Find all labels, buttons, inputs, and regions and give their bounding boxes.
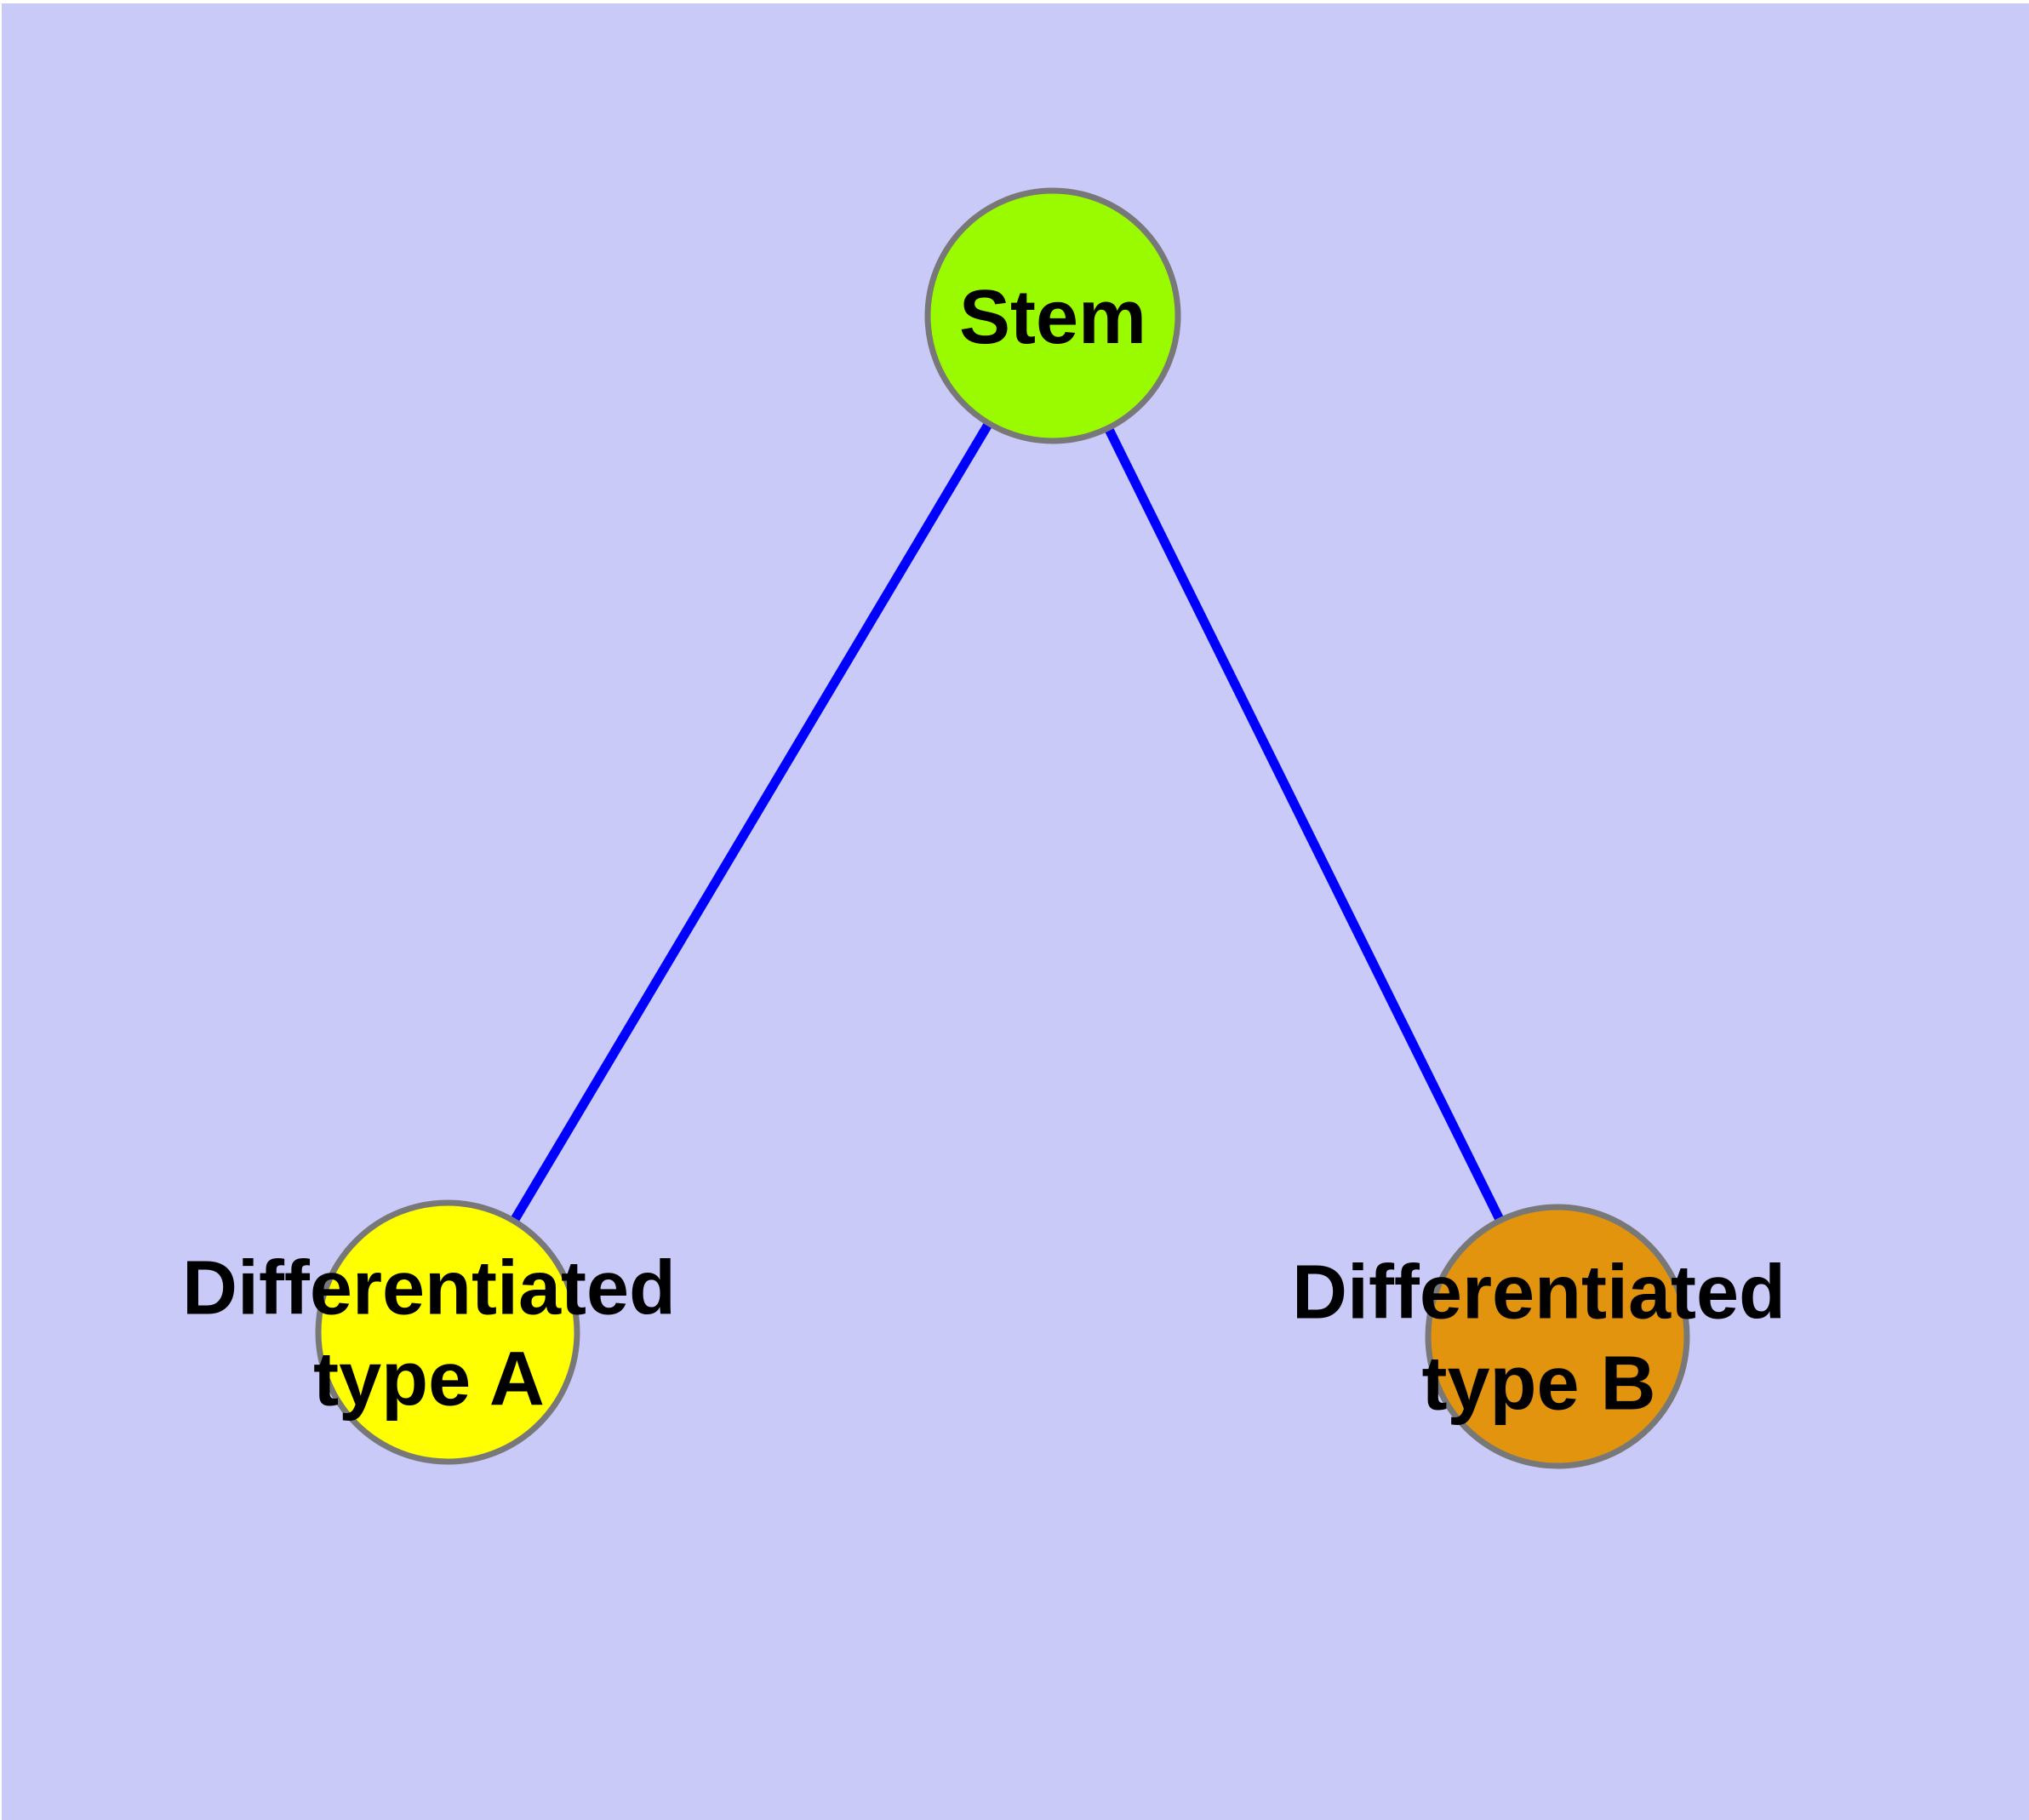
edge-stem-to-differentiated-type-a <box>443 313 1057 1335</box>
node-label-line: Differentiated <box>182 1246 676 1331</box>
node-circle-differentiated-type-b <box>1425 1204 1690 1469</box>
node-circle-stem <box>924 187 1181 444</box>
edge-stem-to-differentiated-type-b <box>1049 313 1562 1339</box>
node-label-line: type B <box>1421 1342 1655 1427</box>
node-label-line: Stem <box>959 275 1146 360</box>
node-label-line: Differentiated <box>1292 1251 1786 1336</box>
node-label-line: type A <box>313 1337 545 1422</box>
node-label-stem: Stem <box>959 275 1146 360</box>
node-circle-differentiated-type-a <box>315 1199 580 1465</box>
node-stem: Stem <box>924 187 1181 444</box>
edges-layer <box>443 313 1562 1339</box>
